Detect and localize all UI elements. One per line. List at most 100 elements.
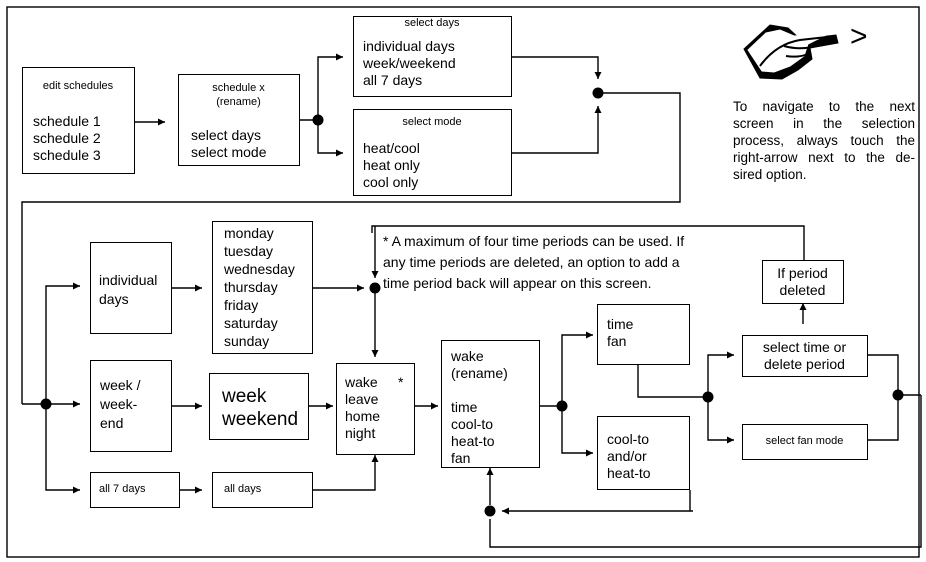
day-sunday[interactable]: sunday <box>224 333 270 349</box>
arrow-to-select-days <box>317 53 343 120</box>
schedule-x-box: schedule x (rename) select days select m… <box>178 74 300 166</box>
hint-line: To navigate to the next <box>733 99 915 114</box>
schedule-3-item[interactable]: schedule 3 <box>33 147 101 163</box>
cool-to-option[interactable]: cool-to <box>451 416 494 432</box>
week-weekend-option-box: week / week- end <box>90 360 172 452</box>
diagram-frame <box>6 6 920 558</box>
hint-line: process, always touch the <box>733 133 915 148</box>
junction-dot <box>592 87 604 99</box>
select-days-option[interactable]: select days <box>191 127 262 143</box>
time-fan-box: time fan <box>597 304 690 365</box>
day-thursday[interactable]: thursday <box>224 279 278 295</box>
select-mode-title: select mode <box>402 116 462 128</box>
edit-schedules-box: edit schedules schedule 1 schedule 2 sch… <box>22 67 135 174</box>
select-days-title: select days <box>404 17 460 29</box>
hint-line: right-arrow next to the de- <box>733 150 915 165</box>
hint-line: sired option. <box>733 167 807 182</box>
asterisk-mark: * <box>398 374 404 390</box>
wake-title: wake <box>451 348 484 364</box>
day-friday[interactable]: friday <box>224 297 259 313</box>
all-7-days-option[interactable]: all 7 days <box>363 72 423 88</box>
individual-days-label-2[interactable]: days <box>99 291 129 307</box>
all-days-box: all days <box>212 472 313 508</box>
junction-dot <box>369 282 381 294</box>
deleted-label: deleted <box>779 282 826 298</box>
week-label[interactable]: week <box>222 386 267 407</box>
junction-dot <box>556 400 568 412</box>
all-7-days-box: all 7 days <box>90 472 180 508</box>
schedule-x-rename: (rename) <box>216 96 261 108</box>
arrow-to-select-mode <box>317 120 343 157</box>
note-line-3: time period back will appear on this scr… <box>383 275 652 291</box>
individual-days-option[interactable]: individual days <box>363 38 455 54</box>
week-weekend-box: week weekend <box>209 373 309 440</box>
arrow-to-individual-days <box>45 282 80 404</box>
heat-to-option[interactable]: heat-to <box>451 433 495 449</box>
week-weekend-label[interactable]: week / <box>100 377 141 393</box>
period-home[interactable]: home <box>345 408 381 424</box>
heat-to-label[interactable]: heat-to <box>607 465 651 481</box>
arrow-to-all7days <box>45 404 80 494</box>
weekend-label[interactable]: weekend <box>222 409 299 430</box>
cool-only-option[interactable]: cool only <box>363 174 419 190</box>
junction-dot <box>40 398 52 410</box>
arrow-mode-to-junction <box>512 106 602 154</box>
junction-dot <box>892 389 904 401</box>
period-wake[interactable]: wake <box>345 374 378 390</box>
day-wednesday[interactable]: wednesday <box>224 261 295 277</box>
hint-line: screen in the selection <box>733 116 915 131</box>
arrow-days-to-junction <box>512 56 602 79</box>
if-period-label: If period <box>777 265 828 281</box>
select-fan-mode-box: select fan mode <box>742 424 868 460</box>
delete-period-label[interactable]: delete period <box>764 356 845 372</box>
select-fan-mode-label[interactable]: select fan mode <box>765 435 844 447</box>
day-saturday[interactable]: saturday <box>224 315 278 331</box>
select-mode-option[interactable]: select mode <box>191 144 267 160</box>
right-arrow-glyph: > <box>850 20 868 53</box>
note-line-2: any time periods are deleted, an option … <box>383 254 680 270</box>
schedule-x-title: schedule x <box>212 82 265 94</box>
select-time-label[interactable]: select time or <box>762 339 847 355</box>
schedule-2-item[interactable]: schedule 2 <box>33 130 101 146</box>
wake-rename: (rename) <box>451 365 508 381</box>
day-tuesday[interactable]: tuesday <box>224 243 274 259</box>
fan-label[interactable]: fan <box>607 333 627 349</box>
week-weekend-option[interactable]: week/weekend <box>363 55 456 71</box>
junction-dot <box>312 114 324 126</box>
junction-dot <box>702 391 714 403</box>
fan-option[interactable]: fan <box>451 450 471 466</box>
week-weekend-label-3[interactable]: end <box>100 415 124 431</box>
period-leave[interactable]: leave <box>345 391 379 407</box>
pointing-hand-icon <box>743 24 839 80</box>
periods-box: wake leave home night * <box>336 363 415 455</box>
cool-to-heat-to-box: cool-to and/or heat-to <box>597 416 690 490</box>
line-note-loop <box>371 225 805 260</box>
time-label[interactable]: time <box>607 316 634 332</box>
heat-cool-option[interactable]: heat/cool <box>363 140 420 156</box>
week-weekend-label-2[interactable]: week- <box>100 396 138 412</box>
period-deleted-box: If period deleted <box>762 260 844 304</box>
day-monday[interactable]: monday <box>224 225 274 241</box>
heat-only-option[interactable]: heat only <box>363 157 420 173</box>
time-option[interactable]: time <box>451 399 478 415</box>
note-line-1: * A maximum of four time periods can be … <box>383 233 685 249</box>
wake-rename-box: wake (rename) time cool-to heat-to fan <box>441 340 540 468</box>
cool-to-label[interactable]: cool-to <box>607 431 650 447</box>
select-time-box: select time or delete period <box>742 335 868 377</box>
select-mode-box: select mode heat/cool heat only cool onl… <box>353 109 512 196</box>
schedule-1-item[interactable]: schedule 1 <box>33 113 101 129</box>
edit-schedules-title: edit schedules <box>42 80 114 92</box>
individual-days-box: individual days <box>90 242 172 334</box>
and-or-label[interactable]: and/or <box>607 448 647 464</box>
line-to-second-row <box>21 92 681 404</box>
all-days-label[interactable]: all days <box>224 483 262 495</box>
junction-dot <box>484 505 496 517</box>
select-days-box: select days individual days week/weekend… <box>353 16 512 97</box>
all-7-days-label[interactable]: all 7 days <box>99 483 146 495</box>
weekdays-box: monday tuesday wednesday thursday friday… <box>212 221 313 354</box>
period-night[interactable]: night <box>345 425 376 441</box>
navigation-hint: To navigate to the next screen in the se… <box>733 98 915 183</box>
individual-days-label[interactable]: individual <box>99 272 158 288</box>
